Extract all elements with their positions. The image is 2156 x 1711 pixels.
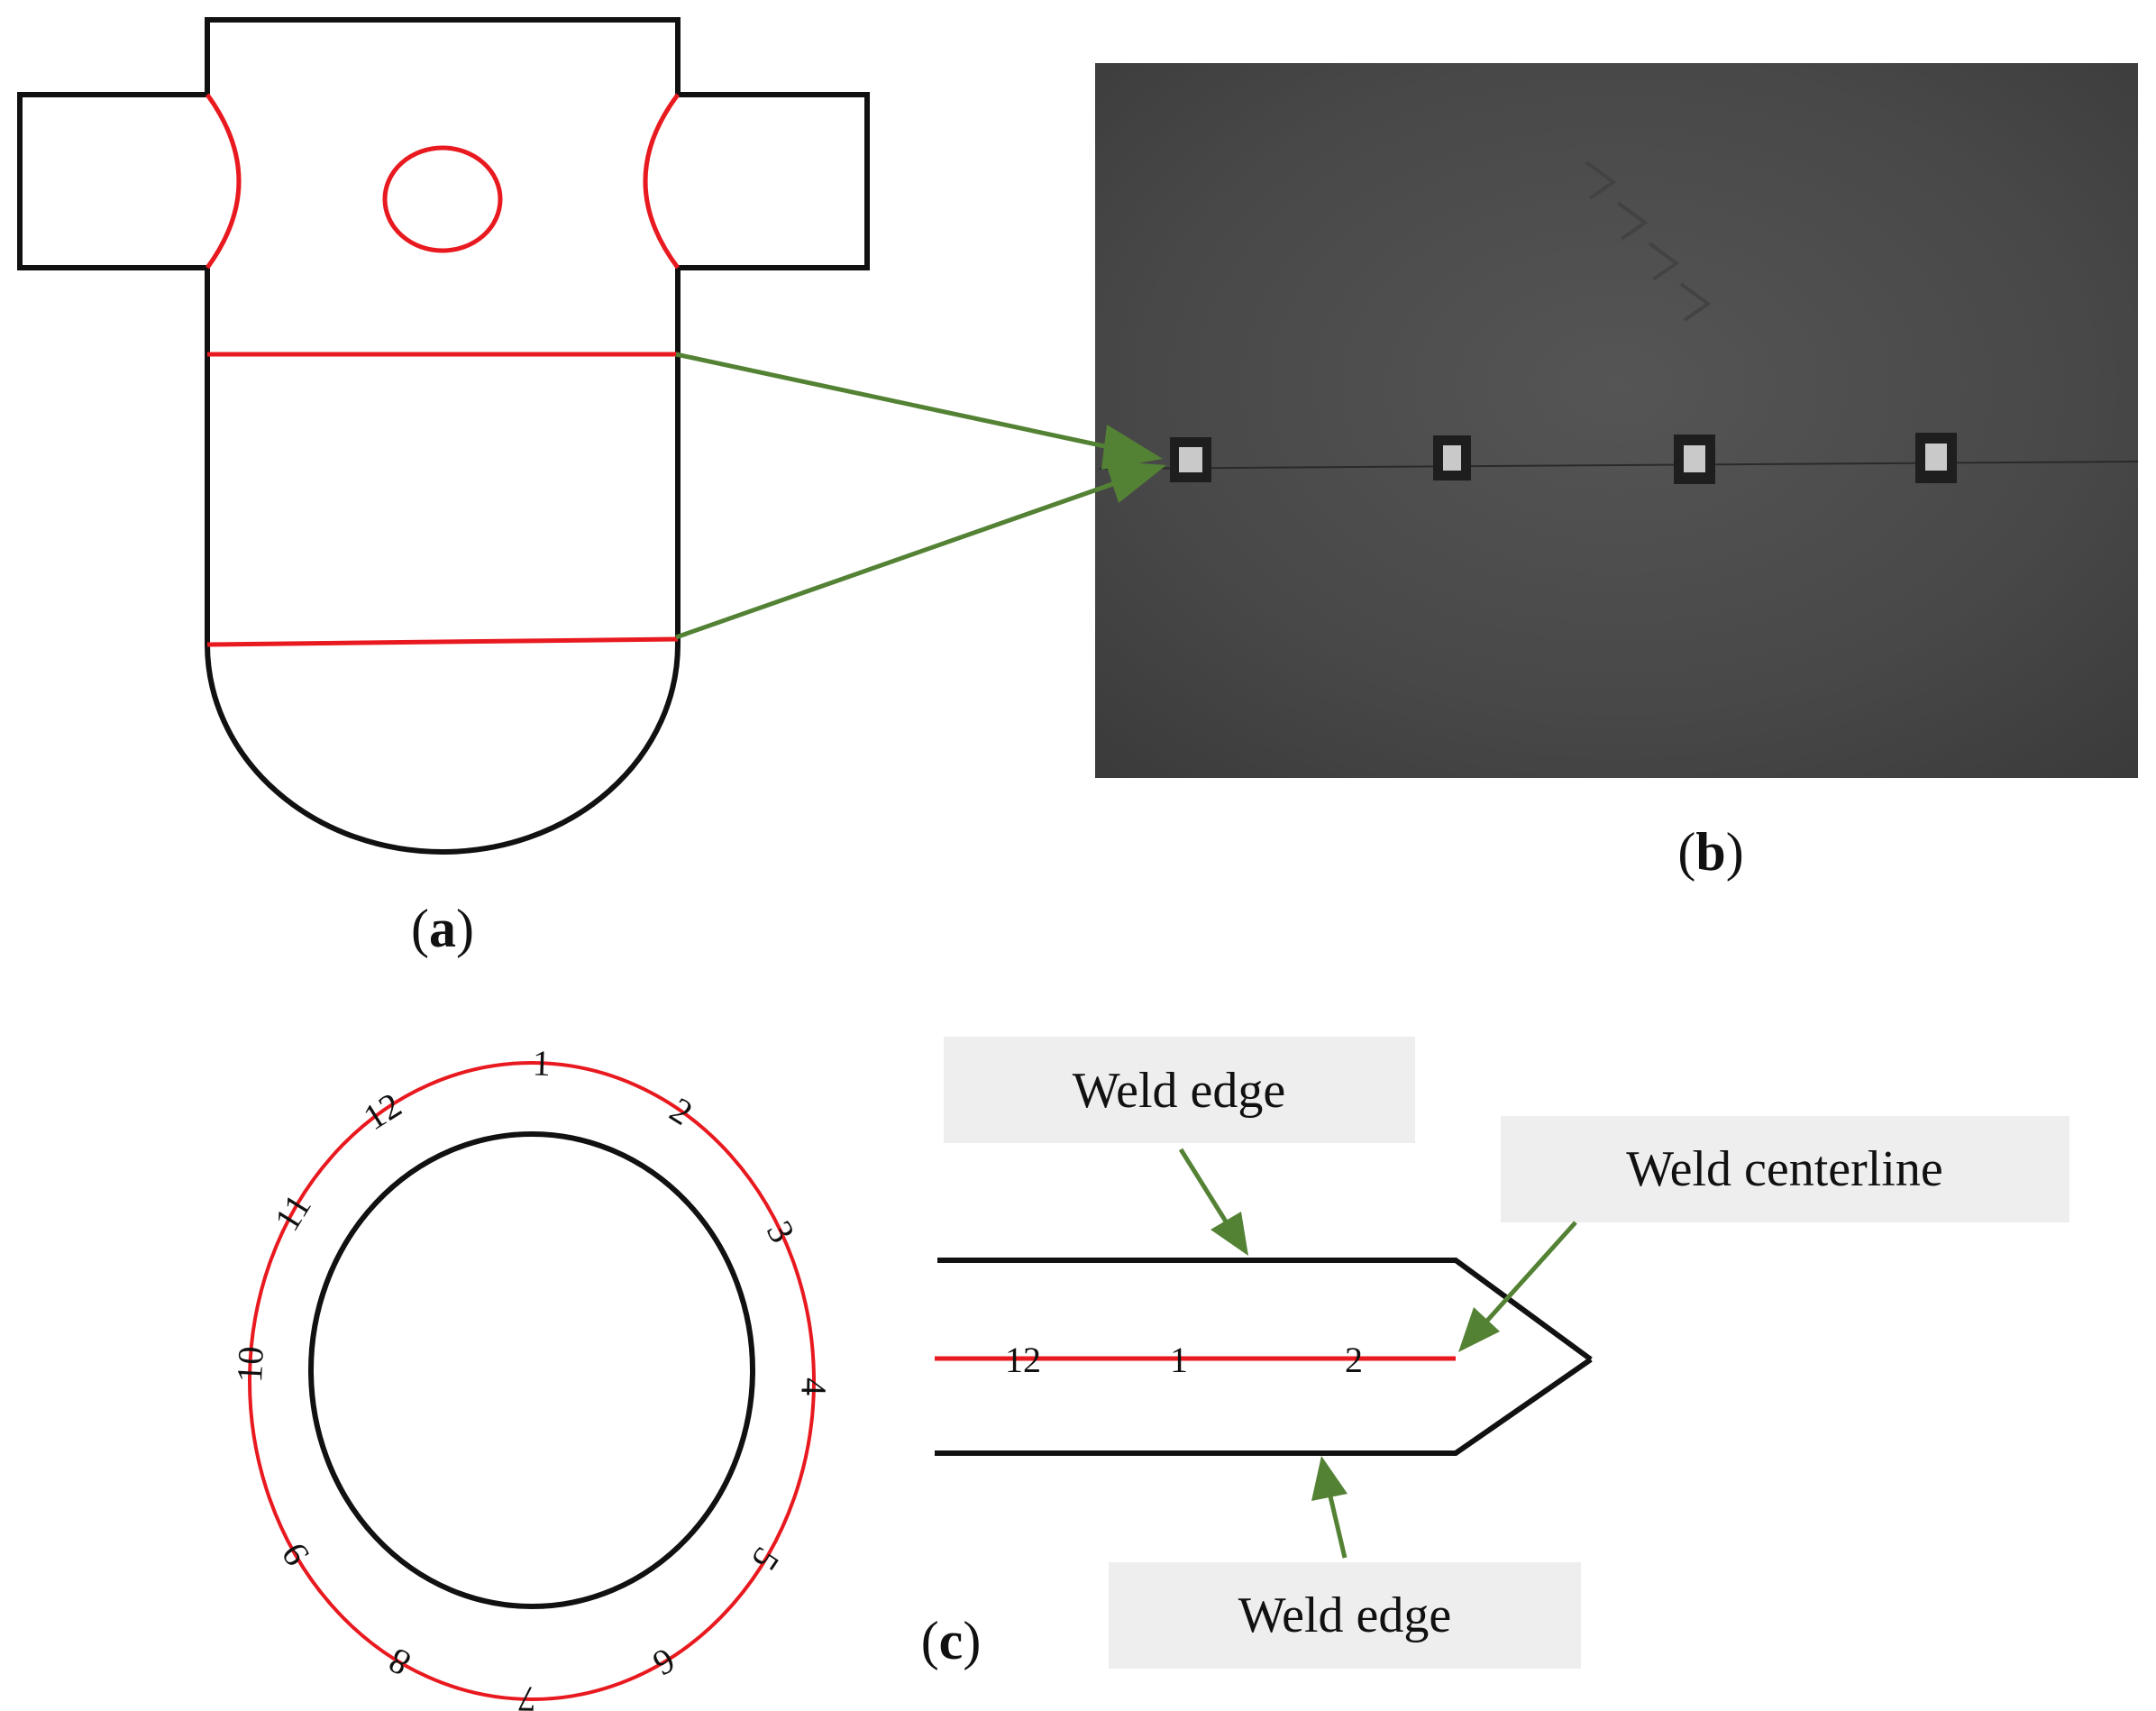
weld-edge-top-line: [937, 1258, 1593, 1362]
weld-line-label-1: 1: [1170, 1340, 1188, 1380]
connector-arrowhead-lower: [1105, 461, 1166, 503]
panel-label-a: (a): [411, 899, 474, 958]
callout-arrow: [1328, 1496, 1348, 1559]
weld-edge-bottom-line: [935, 1357, 1593, 1456]
clock-label-9: 9: [273, 1536, 317, 1573]
panel-label-c: (c): [921, 1611, 982, 1670]
clock-label-10: 10: [229, 1345, 271, 1383]
marker-4: [1915, 433, 1957, 483]
clock-label-2: 2: [662, 1089, 699, 1133]
marker-2: [1433, 435, 1471, 480]
vessel-schematic: [17, 17, 870, 855]
callout-arrow: [1485, 1221, 1577, 1322]
photo-background: [1095, 63, 2138, 778]
clock-label-4: 4: [793, 1377, 834, 1396]
nozzle-weld-right: [643, 93, 681, 270]
callout-box: [1109, 1562, 1581, 1669]
panel-label-b: (b): [1677, 822, 1743, 882]
callout-weld-edge-bottom: Weld edge: [1109, 1456, 1581, 1669]
callout-arrowhead: [1210, 1212, 1248, 1256]
clock-label-5: 5: [744, 1541, 787, 1578]
plate-photo: [1095, 63, 2139, 778]
nozzle-weld-left: [205, 93, 242, 270]
circumferential-weld-lower: [206, 636, 679, 647]
vessel-weld-seams: [205, 93, 681, 647]
clock-label-8: 8: [382, 1640, 417, 1684]
clock-label-6: 6: [647, 1640, 682, 1684]
weld-edges: [935, 1258, 1593, 1456]
connector-arrow-upper: [675, 352, 1114, 451]
callout-weld-edge-top: Weld edge: [944, 1037, 1415, 1256]
callout-weld-centerline: Weld centerline: [1458, 1116, 2069, 1352]
photo-texture: [1585, 160, 1712, 322]
weld-line-label-2: 2: [1345, 1340, 1363, 1380]
connector-arrow-lower: [675, 480, 1119, 640]
clock-label-1: 1: [532, 1042, 552, 1084]
connector-arrows: [675, 352, 1166, 640]
weld-line-labels: 12 1 2: [1005, 1340, 1363, 1380]
callout-box: [1501, 1116, 2069, 1222]
clock-label-12: 12: [356, 1084, 408, 1138]
callout-arrowhead: [1311, 1456, 1348, 1501]
marker-3: [1674, 435, 1715, 484]
weld-ring: [248, 1061, 816, 1701]
callout-text: Weld centerline: [1626, 1141, 1943, 1197]
photo-streak: [1099, 461, 2139, 470]
clock-label-7: 7: [517, 1679, 536, 1711]
pipe-section: [308, 1131, 755, 1609]
clock-label-11: 11: [266, 1187, 319, 1239]
callout-text: Weld edge: [1073, 1063, 1286, 1119]
marker-1: [1170, 437, 1211, 482]
connector-arrowhead-upper: [1101, 425, 1163, 470]
center-nozzle-weld: [382, 145, 503, 253]
vessel-outline: [17, 17, 870, 855]
callout-arrow: [1178, 1148, 1229, 1223]
callout-text: Weld edge: [1238, 1587, 1452, 1643]
callout-arrowhead: [1458, 1307, 1500, 1352]
weld-line-label-12: 12: [1005, 1340, 1041, 1380]
measurement-markers: [1170, 433, 1957, 484]
weld-schematic: 12 1 2 Weld edge Weld centerline Weld ed…: [935, 1037, 2069, 1669]
clock-label-3: 3: [759, 1214, 803, 1249]
callout-box: [944, 1037, 1415, 1143]
